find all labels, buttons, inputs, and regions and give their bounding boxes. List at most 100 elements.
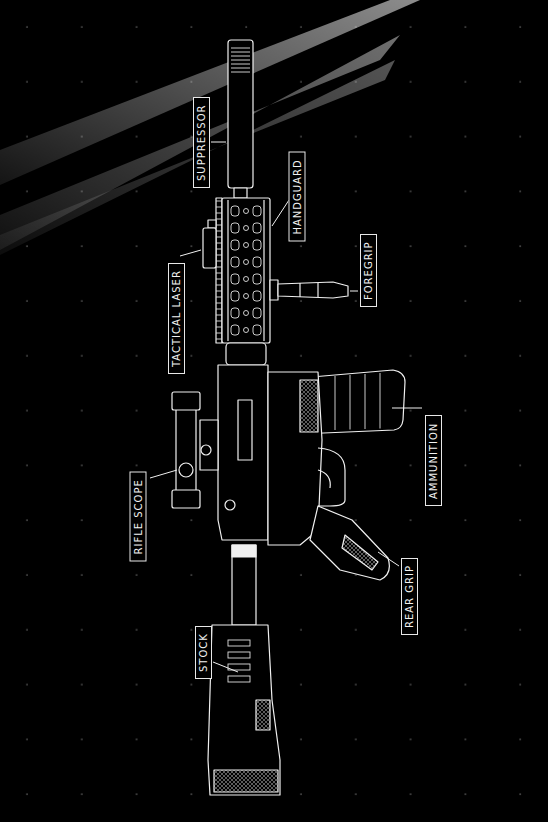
stock-slot: [228, 640, 250, 646]
handguard-hole: [244, 209, 249, 214]
leader-line: [180, 250, 201, 256]
foregrip-mount: [270, 280, 278, 300]
leader-line: [213, 662, 238, 672]
barrel-nut: [226, 343, 266, 365]
part-label: AMMUNITION: [425, 415, 442, 506]
magazine-shape: [300, 370, 405, 434]
handguard-slot: [231, 308, 239, 318]
rail-tooth: [216, 267, 222, 268]
knurl-line: [231, 56, 250, 57]
trigger-guard: [318, 448, 345, 506]
handguard-slot: [231, 223, 239, 233]
suppressor-shape: [228, 40, 253, 188]
part-label: RIFLE SCOPE: [130, 471, 147, 561]
scope-turret: [201, 445, 211, 455]
buffer-ring: [232, 545, 256, 557]
rail-tooth: [216, 213, 222, 214]
part-label: TACTICAL LASER: [168, 263, 185, 374]
leader-line: [350, 291, 358, 292]
knurl-line: [231, 68, 250, 69]
grip-texture: [300, 380, 318, 432]
magazine-rib: [350, 375, 351, 430]
rail-tooth: [216, 339, 222, 340]
part-name: RIFLE SCOPE: [133, 478, 144, 554]
rail-tooth: [216, 285, 222, 286]
handguard-slot: [231, 257, 239, 267]
handguard-hole: [244, 243, 249, 248]
light-beams: [0, 0, 420, 255]
leader-line: [272, 200, 289, 226]
rail-tooth: [216, 327, 222, 328]
rail-tooth: [216, 333, 222, 334]
handguard-slot: [253, 291, 261, 301]
handguard-slot: [231, 274, 239, 284]
scope-body: [176, 405, 196, 495]
top-rail: [216, 198, 222, 343]
leader-line: [378, 552, 399, 566]
handguard-hole: [244, 260, 249, 265]
rail-tooth: [216, 273, 222, 274]
rail-tooth: [216, 315, 222, 316]
part-name: REAR GRIP: [404, 565, 415, 628]
rifle-outline: [172, 40, 405, 795]
scope-objective: [172, 490, 200, 508]
rail-tooth: [216, 255, 222, 256]
scope-mount: [200, 420, 218, 470]
part-label: SUPPRESSOR: [193, 97, 210, 188]
rail-tooth: [216, 309, 222, 310]
rail-tooth: [216, 249, 222, 250]
part-name: AMMUNITION: [428, 422, 439, 499]
rail-tooth: [216, 303, 222, 304]
leader-line: [150, 470, 177, 478]
forward-assist: [225, 500, 235, 510]
rail-tooth: [216, 225, 222, 226]
handguard-shape: [222, 198, 270, 343]
buffer-tube: [232, 545, 256, 625]
handguard-hole: [244, 311, 249, 316]
part-label: REAR GRIP: [401, 558, 418, 635]
stock-slot: [228, 652, 250, 658]
part-label: STOCK: [195, 626, 212, 679]
knurl-line: [231, 64, 250, 65]
rail-tooth: [216, 291, 222, 292]
scope-turret: [179, 463, 193, 477]
rail-tooth: [216, 243, 222, 244]
repeated-details: [216, 48, 380, 682]
magazine-rib: [380, 373, 381, 429]
handguard-hole: [244, 294, 249, 299]
part-name: FOREGRIP: [363, 241, 374, 300]
leader-lines: [150, 142, 422, 672]
handguard-hole: [244, 226, 249, 231]
rail-tooth: [216, 231, 222, 232]
upper-receiver: [218, 365, 268, 540]
handguard-slot: [231, 240, 239, 250]
part-name: TACTICAL LASER: [171, 270, 182, 367]
stock-texture: [256, 700, 270, 730]
knurl-line: [231, 72, 250, 73]
gas-block: [234, 188, 247, 198]
rail-tooth: [216, 279, 222, 280]
ejection-port: [238, 400, 252, 460]
handguard-slot: [253, 240, 261, 250]
butt-pad: [214, 770, 278, 792]
trigger: [318, 470, 330, 488]
rail-tooth: [216, 297, 222, 298]
rail-tooth: [216, 261, 222, 262]
handguard-slot: [253, 223, 261, 233]
rail-tooth: [216, 321, 222, 322]
handguard-slot: [253, 274, 261, 284]
magazine-rib: [365, 374, 366, 429]
part-label: FOREGRIP: [360, 234, 377, 307]
stock-slot: [228, 676, 250, 682]
knurl-line: [231, 48, 250, 49]
handguard-slot: [253, 257, 261, 267]
laser-shape: [203, 228, 216, 268]
knurl-line: [231, 60, 250, 61]
handguard-slot: [231, 325, 239, 335]
handguard-slot: [231, 206, 239, 216]
knurl-line: [231, 52, 250, 53]
scope-eyepiece: [172, 392, 200, 410]
